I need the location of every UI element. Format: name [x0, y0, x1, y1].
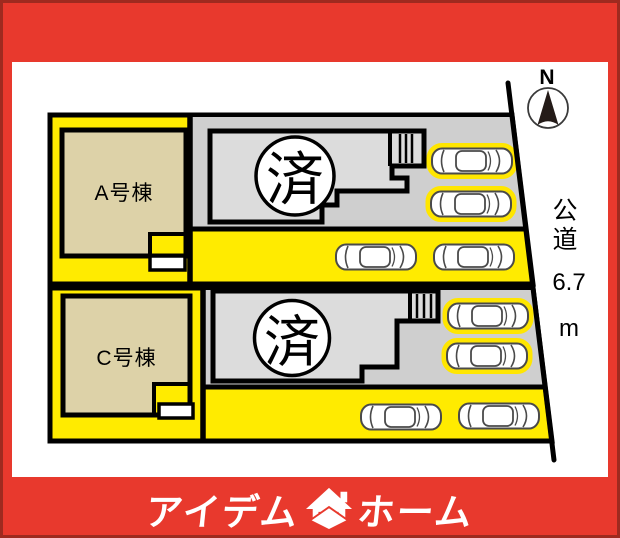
building-a-notch	[150, 235, 184, 254]
road-name-label: 公道	[549, 197, 577, 255]
road-width-value: 6.7	[552, 269, 586, 296]
car-icon	[360, 403, 442, 431]
car-icon	[445, 301, 531, 332]
building-a-notch-border	[148, 232, 184, 256]
lot-row-bottom: 済	[47, 285, 555, 444]
car-icon	[458, 402, 540, 430]
brand-logo: アイデム ホーム	[0, 483, 620, 535]
sold-badge-top: 済	[266, 148, 324, 213]
compass-label: N	[539, 66, 554, 89]
car-icon	[429, 146, 515, 177]
building-a-label: A号棟	[94, 182, 154, 205]
compass: N	[527, 66, 569, 129]
logo-house-icon	[305, 487, 352, 531]
car-icon	[428, 189, 514, 220]
sold-badge-bottom: 済	[264, 311, 320, 374]
road-boundary-line	[505, 80, 557, 463]
building-c-notch-border	[152, 382, 188, 413]
sold-badge-circle-top	[254, 135, 336, 217]
brand-logo-text-left: アイデム	[143, 492, 302, 533]
compass-needle-icon	[537, 90, 559, 125]
road-width-unit: m	[559, 315, 579, 342]
building-c-entry-box	[157, 402, 195, 420]
garage-bars-icon	[415, 294, 433, 318]
building-c-label: C号棟	[96, 347, 157, 370]
car-icon	[433, 243, 515, 271]
garage-bars-icon	[398, 134, 414, 163]
sold-badge-circle-bottom	[252, 298, 332, 378]
car-icon	[335, 243, 417, 271]
brand-logo-text-right: ホーム	[355, 492, 476, 533]
building-a-entry-box	[148, 254, 187, 272]
car-icon	[444, 341, 530, 372]
